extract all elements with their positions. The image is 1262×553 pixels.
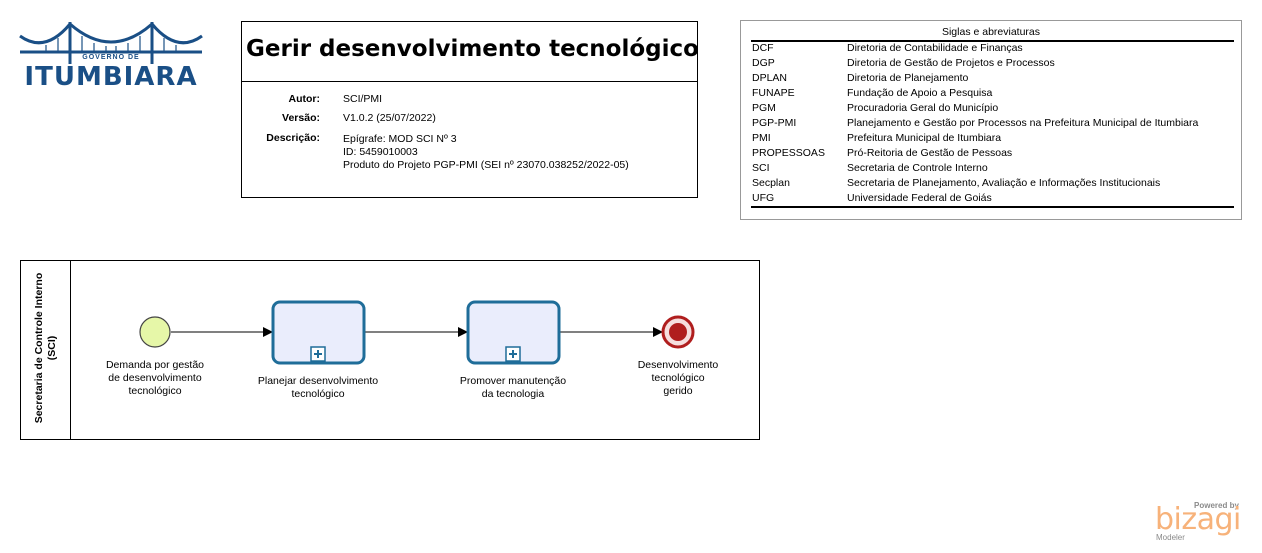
logo-subtitle: GOVERNO DE bbox=[82, 54, 140, 61]
powered-by-text: Powered by bbox=[1194, 501, 1239, 510]
abbreviation-code: SCI bbox=[752, 162, 770, 174]
start-event[interactable] bbox=[139, 316, 171, 348]
task1-label-line-2: tecnológico bbox=[291, 388, 345, 400]
start-label-line-3: tecnológico bbox=[128, 385, 182, 397]
abbreviation-meaning: Prefeitura Municipal de Itumbiara bbox=[847, 132, 1002, 144]
abbreviation-meaning: Planejamento e Gestão por Processos na P… bbox=[847, 117, 1199, 129]
abbreviation-meaning: Diretoria de Contabilidade e Finanças bbox=[847, 42, 1023, 54]
abbreviations-table: Siglas e abreviaturas DCF Diretoria de Co… bbox=[740, 20, 1242, 220]
abbreviation-code: PGM bbox=[752, 102, 776, 114]
subprocess-plus-icon bbox=[505, 346, 521, 362]
abbreviation-meaning: Universidade Federal de Goiás bbox=[847, 192, 992, 204]
start-event-label: Demanda por gestão de desenvolvimento te… bbox=[95, 359, 215, 398]
abbreviations-title: Siglas e abreviaturas bbox=[941, 26, 1041, 38]
task2-label-line-2: da tecnologia bbox=[481, 388, 545, 400]
table-top-rule bbox=[751, 40, 1234, 42]
start-label-line-2: de desenvolvimento bbox=[108, 372, 202, 384]
bizagi-logo: bizagi bbox=[1155, 502, 1241, 537]
process-title: Gerir desenvolvimento tecnológico bbox=[246, 36, 699, 62]
lane-header: Secretaria de Controle Interno (SCI) bbox=[21, 261, 71, 439]
itumbiara-logo bbox=[18, 18, 204, 92]
task-planejar-label: Planejar desenvolvimento tecnológico bbox=[243, 375, 393, 401]
title-divider bbox=[242, 81, 697, 82]
end-event[interactable] bbox=[661, 315, 695, 349]
abbreviation-meaning: Pró-Reitoria de Gestão de Pessoas bbox=[847, 147, 1013, 159]
abbreviation-code: PROPESSOAS bbox=[752, 147, 825, 159]
abbreviation-code: DCF bbox=[752, 42, 774, 54]
abbreviation-code: PGP-PMI bbox=[752, 117, 797, 129]
logo-wordmark: ITUMBIARA bbox=[24, 62, 198, 92]
task-promover[interactable] bbox=[466, 300, 561, 365]
abbreviation-meaning: Fundação de Apoio a Pesquisa bbox=[847, 87, 993, 99]
description-line-2: ID: 5459010003 bbox=[343, 146, 418, 158]
modeler-text: Modeler bbox=[1156, 533, 1185, 542]
process-pool: Secretaria de Controle Interno (SCI) bbox=[20, 260, 760, 440]
end-event-label: Desenvolvimento tecnológico gerido bbox=[618, 359, 738, 398]
end-label-line-3: gerido bbox=[663, 385, 693, 397]
abbreviation-code: DPLAN bbox=[752, 72, 788, 84]
start-label-line-1: Demanda por gestão bbox=[105, 359, 205, 371]
abbreviation-code: UFG bbox=[752, 192, 775, 204]
abbreviation-meaning: Procuradoria Geral do Município bbox=[847, 102, 999, 114]
description-line-3: Produto do Projeto PGP-PMI (SEI nº 23070… bbox=[343, 159, 629, 171]
abbreviation-meaning: Diretoria de Planejamento bbox=[847, 72, 969, 84]
task-planejar[interactable] bbox=[271, 300, 366, 365]
end-label-line-1: Desenvolvimento bbox=[637, 359, 719, 371]
task-promover-label: Promover manutenção da tecnologia bbox=[438, 375, 588, 401]
subprocess-plus-icon bbox=[310, 346, 326, 362]
abbreviation-code: DGP bbox=[752, 57, 775, 69]
version-label: Versão: bbox=[282, 112, 320, 124]
abbreviation-code: PMI bbox=[752, 132, 771, 144]
task2-label-line-1: Promover manutenção bbox=[459, 375, 567, 387]
process-info-box: Gerir desenvolvimento tecnológico Autor:… bbox=[241, 21, 699, 198]
author-label: Autor: bbox=[288, 93, 321, 105]
abbreviation-meaning: Diretoria de Gestão de Projetos e Proces… bbox=[847, 57, 1055, 69]
abbreviation-code: FUNAPE bbox=[752, 87, 795, 99]
table-bottom-rule bbox=[751, 206, 1234, 208]
abbreviation-code: Secplan bbox=[752, 177, 790, 189]
author-value: SCI/PMI bbox=[343, 93, 383, 105]
abbreviation-meaning: Secretaria de Planejamento, Avaliação e … bbox=[847, 177, 1161, 189]
end-label-line-2: tecnológico bbox=[651, 372, 705, 384]
version-value: V1.0.2 (25/07/2022) bbox=[343, 112, 436, 124]
bridge-logo-icon bbox=[19, 22, 203, 64]
description-line-1: Epígrafe: MOD SCI Nº 3 bbox=[343, 133, 457, 145]
task1-label-line-1: Planejar desenvolvimento bbox=[257, 375, 379, 387]
description-label: Descrição: bbox=[266, 132, 320, 144]
abbreviation-meaning: Secretaria de Controle Interno bbox=[847, 162, 988, 174]
